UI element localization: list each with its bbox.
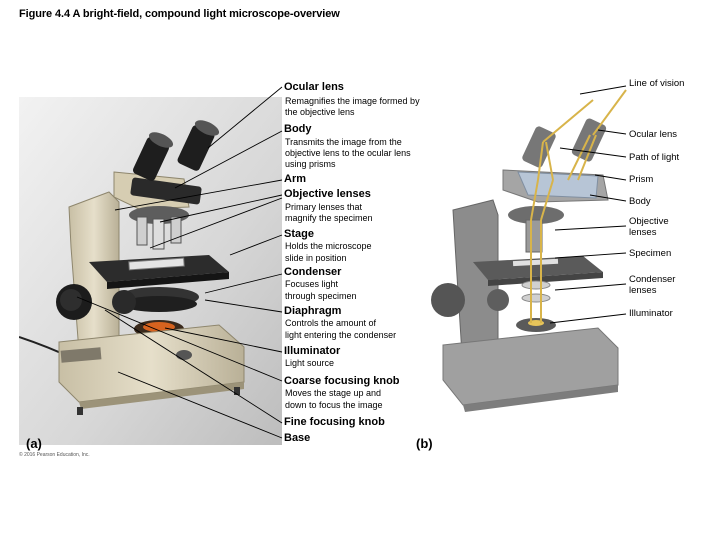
- cutaway-diagram: [431, 89, 627, 412]
- desc-objective-lenses-1: Primary lenses that: [285, 202, 363, 212]
- rlabel-ocular-lens: Ocular lens: [629, 129, 678, 140]
- label-base: Base: [284, 432, 311, 444]
- label-condenser: Condenser: [284, 266, 342, 278]
- desc-illuminator-1: Light source: [285, 358, 335, 368]
- copyright-text: © 2016 Pearson Education, Inc.: [19, 452, 90, 458]
- label-coarse-focusing-knob: Coarse focusing knob: [284, 375, 400, 387]
- rlabel-line-of-vision: Line of vision: [629, 78, 685, 89]
- label-fine-focusing-knob: Fine focusing knob: [284, 416, 385, 428]
- desc-condenser-2: through specimen: [285, 291, 357, 301]
- panel-a-label: (a): [26, 436, 42, 451]
- rlabel-body: Body: [629, 196, 651, 207]
- label-ocular-lens: Ocular lens: [284, 81, 344, 93]
- label-illuminator: Illuminator: [284, 345, 341, 357]
- desc-stage-2: slide in position: [285, 253, 347, 263]
- microscope-photo: [19, 97, 282, 445]
- figure-title: Figure 4.4 A bright-field, compound ligh…: [19, 8, 340, 20]
- rlabel-condenser-lenses: Condenser lenses: [629, 274, 676, 296]
- label-stage: Stage: [284, 228, 314, 240]
- rlabel-path-of-light: Path of light: [629, 152, 680, 163]
- label-body: Body: [284, 123, 312, 135]
- panel-b-label: (b): [416, 436, 433, 451]
- desc-coarse-focusing-knob-2: down to focus the image: [285, 400, 383, 410]
- rlabel-objective-lenses: Objective lenses: [629, 216, 669, 238]
- desc-ocular-lens-2: the objective lens: [285, 107, 355, 117]
- desc-ocular-lens-1: Remagnifies the image formed by: [285, 96, 420, 106]
- rlabel-illuminator: Illuminator: [629, 308, 673, 319]
- desc-body-1: Transmits the image from the: [285, 137, 402, 147]
- desc-diaphragm-1: Controls the amount of: [285, 318, 377, 328]
- desc-diaphragm-2: light entering the condenser: [285, 330, 397, 340]
- desc-body-2: objective lens to the ocular lens: [285, 148, 411, 158]
- desc-objective-lenses-2: magnify the specimen: [285, 213, 373, 223]
- desc-body-3: using prisms: [285, 159, 336, 169]
- rlabel-specimen: Specimen: [629, 248, 672, 259]
- desc-condenser-1: Focuses light: [285, 279, 339, 289]
- desc-coarse-focusing-knob-1: Moves the stage up and: [285, 388, 382, 398]
- label-objective-lenses: Objective lenses: [284, 188, 371, 200]
- desc-stage-1: Holds the microscope: [285, 241, 372, 251]
- label-arm: Arm: [284, 173, 307, 185]
- rlabel-prism: Prism: [629, 174, 654, 185]
- label-diaphragm: Diaphragm: [284, 305, 342, 317]
